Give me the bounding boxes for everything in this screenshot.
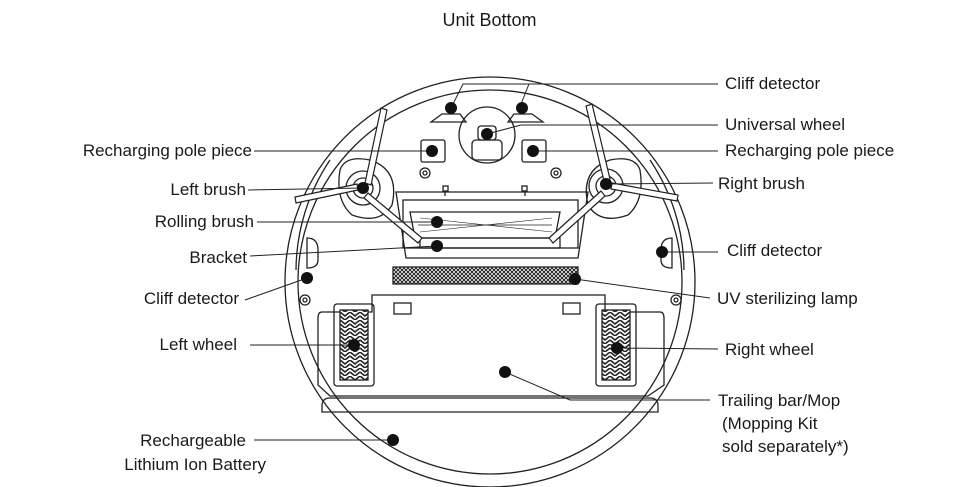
- label-recharging-pole-right: Recharging pole piece: [725, 141, 895, 160]
- bracket: [419, 237, 561, 249]
- dot-universal-wheel: [481, 128, 493, 140]
- label-battery-line2: Lithium Ion Battery: [124, 455, 266, 474]
- dot-bracket: [431, 240, 443, 252]
- dot-uv-lamp: [569, 273, 581, 285]
- right-brush-arm-1: [585, 103, 611, 182]
- label-recharging-pole-left: Recharging pole piece: [82, 141, 252, 160]
- side-arc-left: [295, 159, 331, 271]
- right-brush-arm-3: [548, 190, 606, 244]
- label-trailing-bar: Trailing bar/Mop: [718, 391, 841, 410]
- universal-wheel-housing: [458, 106, 516, 164]
- left-brush-arm-3: [363, 192, 423, 244]
- side-arc-right: [649, 159, 685, 271]
- dot-cliff-top-right: [516, 102, 528, 114]
- dot-battery: [387, 434, 399, 446]
- label-mopping-kit-line2: sold separately*): [722, 437, 849, 456]
- label-left-brush: Left brush: [170, 180, 246, 199]
- label-mopping-kit-line1: (Mopping Kit: [722, 414, 818, 433]
- trailing-bar: [321, 397, 659, 413]
- right-wheel-well: [595, 303, 637, 387]
- universal-wheel: [471, 139, 503, 161]
- left-brush-mount: [338, 158, 395, 219]
- dot-cliff-top-left: [445, 102, 457, 114]
- label-cliff-detector-right: Cliff detector: [727, 241, 823, 260]
- label-bracket: Bracket: [189, 248, 247, 267]
- label-uv-lamp: UV sterilizing lamp: [717, 289, 858, 308]
- label-battery-line1: Rechargeable: [140, 431, 246, 450]
- dot-cliff-right: [656, 246, 668, 258]
- label-right-brush: Right brush: [718, 174, 805, 193]
- dot-left-brush: [357, 182, 369, 194]
- cliff-sensor-top-right: [506, 113, 545, 123]
- uv-lamp: [392, 266, 579, 285]
- cliff-sensor-left: [306, 237, 319, 269]
- cliff-sensor-right: [660, 237, 673, 269]
- dot-right-brush: [600, 178, 612, 190]
- label-right-wheel: Right wheel: [725, 340, 814, 359]
- inner-rim: [297, 89, 683, 475]
- dot-recharge-left: [426, 145, 438, 157]
- label-universal-wheel: Universal wheel: [725, 115, 845, 134]
- label-cliff-detector-left: Cliff detector: [143, 289, 239, 308]
- battery-cover: [317, 294, 665, 397]
- diagram-title: Unit Bottom: [442, 10, 537, 30]
- dot-trailing-bar: [499, 366, 511, 378]
- label-rolling-brush: Rolling brush: [154, 212, 254, 231]
- left-brush-arm-1: [364, 107, 388, 186]
- dot-rolling-brush: [431, 216, 443, 228]
- dot-left-wheel: [348, 339, 360, 351]
- dot-right-wheel: [611, 342, 623, 354]
- dot-cliff-left: [301, 272, 313, 284]
- outer-shell: [284, 76, 696, 487]
- dot-recharge-right: [527, 145, 539, 157]
- label-left-wheel: Left wheel: [159, 335, 238, 354]
- cliff-sensor-top-left: [429, 113, 468, 123]
- label-cliff-detector-top: Cliff detector: [725, 74, 821, 93]
